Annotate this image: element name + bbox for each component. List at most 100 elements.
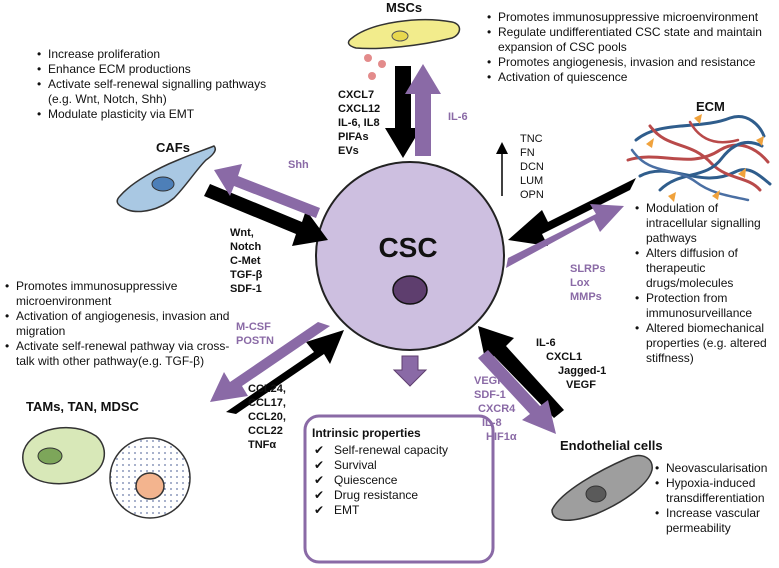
ecm-effect-item: Alters diffusion of therapeutic drugs/mo… <box>634 246 776 291</box>
factor: CCL22 <box>248 425 283 437</box>
msc-effect-item: Promotes immunosuppressive microenvironm… <box>486 10 778 25</box>
csc-to-ecm-factors: SLRPs Lox MMPs <box>570 262 605 304</box>
factor: Wnt, <box>230 227 254 239</box>
csc-to-tam-factors: M-CSF POSTN <box>236 320 274 348</box>
csc-to-msc-factors: IL-6 <box>448 110 468 124</box>
tam-effect-item: Activate self-renewal pathway via cross-… <box>4 339 234 369</box>
tam-to-csc-factors: CCL24, CCL17, CCL20, CCL22 TNFα <box>248 382 286 452</box>
factor: CCL20, <box>248 411 286 423</box>
factor: HIF1α <box>486 431 517 443</box>
intrinsic-item: Quiescence <box>312 473 488 488</box>
factor: CCL17, <box>248 397 286 409</box>
ecm-effects: Modulation of intracellular signalling p… <box>634 201 776 366</box>
factor: SDF-1 <box>230 283 262 295</box>
csc-cell <box>315 161 505 351</box>
msc-to-csc-factors: CXCL7 CXCL12 IL-6, IL8 PIFAs EVs <box>338 88 380 158</box>
tam-effect-item: Promotes immunosuppressive microenvironm… <box>4 279 234 309</box>
factor: TNC <box>520 133 543 145</box>
intrinsic-item: Self-renewal capacity <box>312 443 488 458</box>
caf-effects: Increase proliferation Enhance ECM produ… <box>36 47 274 122</box>
msc-effect-item: Promotes angiogenesis, invasion and resi… <box>486 55 778 70</box>
arrow-tam-to-csc <box>226 330 344 414</box>
arrow-csc-to-ecm <box>506 204 624 268</box>
node-title-endothelial: Endothelial cells <box>560 438 663 453</box>
factor: VEGF <box>474 375 504 387</box>
node-title-mscs: MSCs <box>386 0 423 15</box>
factor: LUM <box>520 175 544 187</box>
ecm-effect-item: Altered biomechanical properties (e.g. a… <box>634 321 776 366</box>
factor: CXCL12 <box>338 103 381 115</box>
tam-cells-icon <box>21 426 191 519</box>
endo-effect-item: Increase vascular permeability <box>654 506 778 536</box>
factor: PIFAs <box>338 131 369 143</box>
node-title-tams: TAMs, TAN, MDSC <box>26 399 139 414</box>
caf-effect-item: Increase proliferation <box>36 47 274 62</box>
factor: VEGF <box>566 379 596 391</box>
factor: CXCL7 <box>338 89 375 101</box>
factor: FN <box>520 147 535 159</box>
arrow-msc-to-csc <box>385 66 421 158</box>
arrow-endo-to-csc <box>478 326 564 418</box>
factor: Notch <box>230 241 262 253</box>
factor: M-CSF <box>236 321 271 333</box>
arrow-csc-to-caf <box>214 164 320 218</box>
factor: Lox <box>570 277 590 289</box>
intrinsic-item: Drug resistance <box>312 488 488 503</box>
ecm-components: TNC FN DCN LUM OPN <box>520 132 544 202</box>
endothelial-cell-icon <box>551 454 653 521</box>
arrow-intrinsic <box>392 355 428 387</box>
tam-effects: Promotes immunosuppressive microenvironm… <box>4 279 234 369</box>
arrow-csc-to-endo <box>478 350 556 434</box>
factor: MMPs <box>570 291 602 303</box>
arrow-ecm-to-csc <box>508 178 636 246</box>
tam-effect-item: Activation of angiogenesis, invasion and… <box>4 309 234 339</box>
caf-effect-item: Modulate plasticity via EMT <box>36 107 274 122</box>
msc-effect-item: Activation of quiescence <box>486 70 778 85</box>
factor: C-Met <box>230 255 261 267</box>
factor: Shh <box>288 159 309 171</box>
node-title-ecm: ECM <box>696 99 725 114</box>
factor: DCN <box>520 161 544 173</box>
intrinsic-item: EMT <box>312 503 488 518</box>
csc-to-endo-factors: VEGF SDF-1 CXCR4 IL-8 HIF1α <box>474 374 517 444</box>
caf-to-csc-factors: Wnt, Notch C-Met TGF-β SDF-1 <box>230 226 262 296</box>
factor: POSTN <box>236 335 274 347</box>
ecm-fibers-icon <box>626 114 772 202</box>
arrow-csc-to-tam <box>210 322 330 402</box>
factor: CXCL1 <box>546 351 583 363</box>
factor: OPN <box>520 189 544 201</box>
factor: Jagged-1 <box>558 365 607 377</box>
caf-cell-icon <box>116 145 217 213</box>
factor: EVs <box>338 145 359 157</box>
csc-nucleus <box>392 275 428 305</box>
endothelial-effects: Neovascularisation Hypoxia-induced trans… <box>654 461 778 536</box>
endo-effect-item: Hypoxia-induced transdifferentiation <box>654 476 778 506</box>
arrow-csc-to-msc <box>405 64 441 156</box>
factor: TGF-β <box>230 269 263 281</box>
factor: CCL24, <box>248 383 286 395</box>
csc-label: CSC <box>378 232 438 263</box>
endo-effect-item: Neovascularisation <box>654 461 778 476</box>
msc-cell-icon <box>347 18 461 80</box>
msc-effect-item: Regulate undifferentiated CSC state and … <box>486 25 778 55</box>
factor: SDF-1 <box>474 389 506 401</box>
factor: IL-8 <box>482 417 502 429</box>
factor: CXCR4 <box>478 403 516 415</box>
factor: IL-6 <box>536 337 556 349</box>
ecm-effect-item: Modulation of intracellular signalling p… <box>634 201 776 246</box>
csc-to-caf-factors: Shh <box>288 158 309 172</box>
factor: SLRPs <box>570 263 606 275</box>
factor: TNFα <box>248 439 277 451</box>
arrow-caf-to-csc <box>204 184 328 246</box>
node-title-cafs: CAFs <box>156 140 190 155</box>
caf-effect-item: Activate self-renewal signalling pathway… <box>36 77 274 107</box>
ecm-effect-item: Protection from immunosurveillance <box>634 291 776 321</box>
factor: IL-6 <box>448 111 468 123</box>
intrinsic-item: Survival <box>312 458 488 473</box>
msc-effects: Promotes immunosuppressive microenvironm… <box>486 10 778 85</box>
endo-to-csc-factors: IL-6 CXCL1 Jagged-1 VEGF <box>536 336 606 392</box>
caf-effect-item: Enhance ECM productions <box>36 62 274 77</box>
factor: IL-6, IL8 <box>338 117 380 129</box>
intrinsic-title: Intrinsic properties <box>312 426 421 440</box>
